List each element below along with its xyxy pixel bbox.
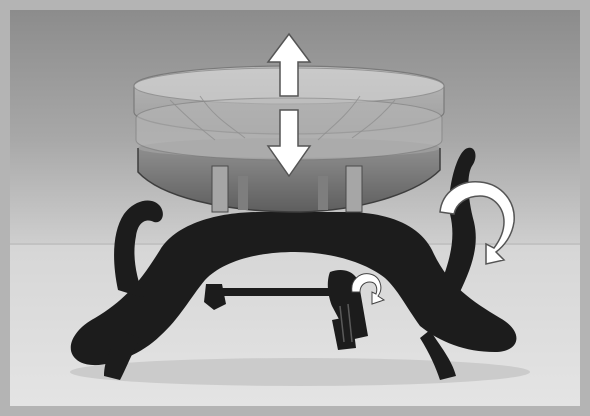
ground-shadow xyxy=(70,358,530,386)
